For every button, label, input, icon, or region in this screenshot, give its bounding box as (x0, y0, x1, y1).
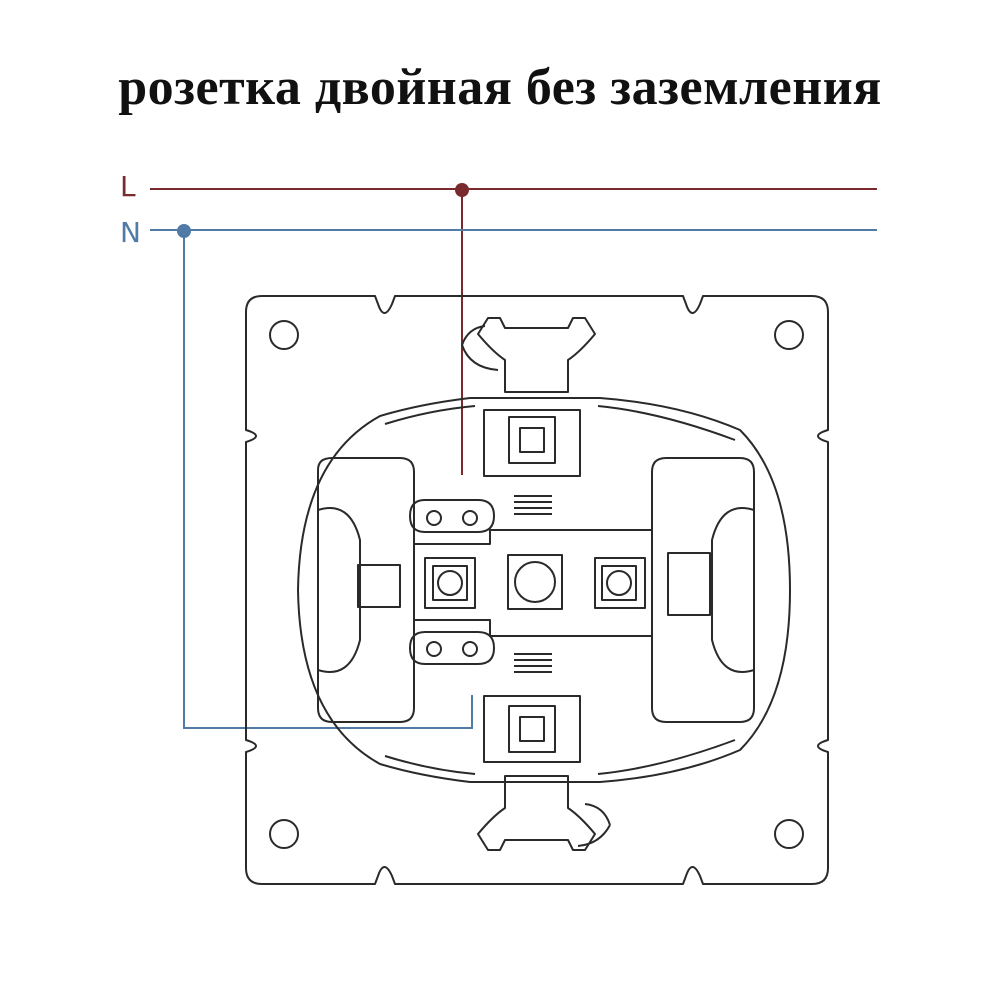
upper-contact-plate (409, 499, 495, 533)
lower-vent-slots (514, 653, 552, 673)
lower-contact-plate (409, 631, 495, 665)
right-center-terminal (594, 557, 646, 609)
live-wire (150, 188, 877, 475)
double-socket-mechanism (245, 295, 829, 885)
neutral-wire (150, 229, 877, 729)
mounting-plate (245, 295, 829, 885)
live-wire-label: L (120, 170, 136, 203)
middle-center-terminal (507, 554, 563, 610)
neutral-wire-label: N (120, 216, 141, 249)
socket-body (297, 397, 791, 783)
live-junction-dot (455, 183, 469, 197)
bottom-clamp (477, 775, 596, 851)
top-clamp (477, 317, 596, 393)
left-center-terminal (424, 557, 476, 609)
top-terminal-block (483, 409, 581, 477)
neutral-junction-dot (177, 224, 191, 238)
diagram-title: розетка двойная без заземления (118, 59, 882, 116)
bottom-terminal-block (483, 695, 581, 763)
right-contact-paddle (651, 457, 755, 723)
center-bridge (413, 529, 653, 637)
left-contact-paddle (317, 457, 415, 723)
upper-vent-slots (514, 495, 552, 515)
mounting-holes (269, 320, 804, 849)
